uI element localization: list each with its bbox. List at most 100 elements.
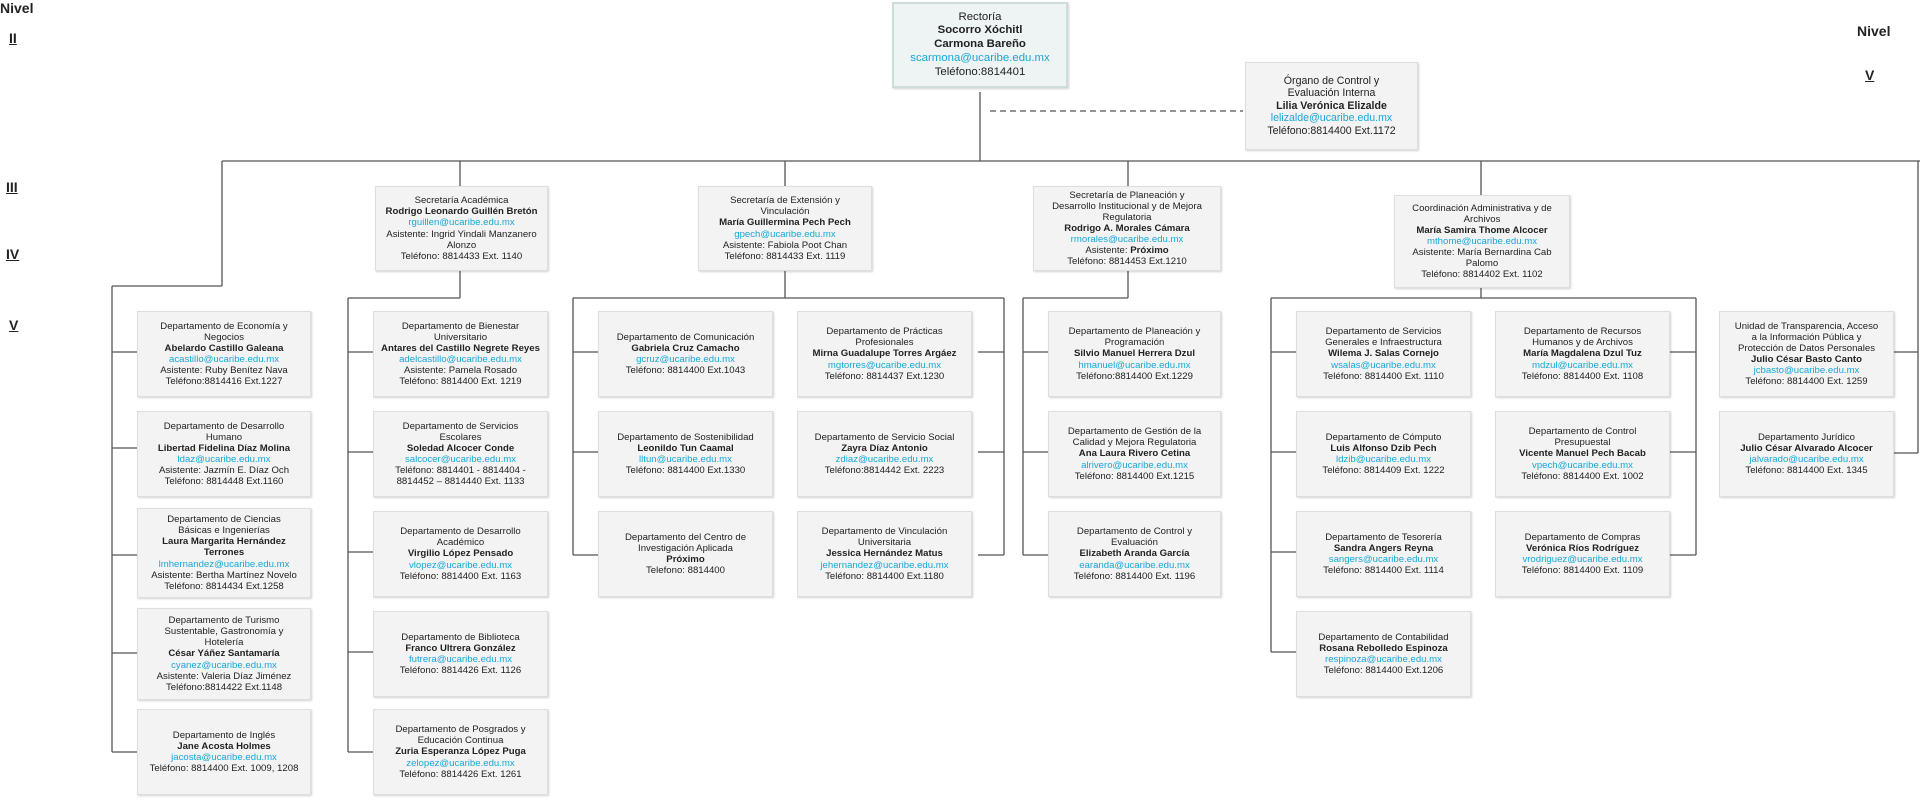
dept-assistant: Asistente: Jazmín E. Díaz Och xyxy=(158,465,290,477)
coordinacion-administrativa-box[interactable]: Coordinación Administrativa y de Archivo… xyxy=(1394,195,1570,288)
secretaria-email[interactable]: rmorales@ucaribe.edu.mx xyxy=(1070,234,1184,246)
dept-email[interactable]: jalvarado@ucaribe.edu.mx xyxy=(1749,454,1864,465)
dept-economia-box[interactable]: Departamento de Economía y Negocios Abel… xyxy=(137,311,311,397)
dept-servicio-social-box[interactable]: Departamento de Servicio Social Zayra Dí… xyxy=(797,411,972,497)
secretaria-title: Coordinación Administrativa y de xyxy=(1412,202,1552,214)
rectoria-box[interactable]: Rectoría Socorro Xóchitl Carmona Bareño … xyxy=(892,2,1068,88)
dept-title-cont: Programación xyxy=(1104,337,1165,349)
dept-recursos-humanos-box[interactable]: Departamento de Recursos Humanos y de Ar… xyxy=(1495,311,1670,397)
dept-control-presupuestal-box[interactable]: Departamento de Control Presupuestal Vic… xyxy=(1495,411,1670,497)
organo-email[interactable]: lelizalde@ucaribe.edu.mx xyxy=(1270,112,1393,125)
dept-email[interactable]: hmanuel@ucaribe.edu.mx xyxy=(1078,359,1191,371)
dept-desarrollo-humano-box[interactable]: Departamento de Desarrollo Humano Libert… xyxy=(137,411,311,497)
dept-email[interactable]: futrera@ucaribe.edu.mx xyxy=(408,654,513,665)
dept-turismo-box[interactable]: Departamento de Turismo Sustentable, Gas… xyxy=(137,608,311,700)
dept-phone: Teléfono: 8814400 Ext. 1196 xyxy=(1073,570,1196,582)
level-iii-label: III xyxy=(6,179,18,195)
dept-email[interactable]: sangers@ucaribe.edu.mx xyxy=(1328,554,1439,565)
dept-email[interactable]: vlopez@ucaribe.edu.mx xyxy=(408,559,513,571)
dept-compras-box[interactable]: Departamento de Compras Verónica Ríos Ro… xyxy=(1495,511,1670,597)
dept-email[interactable]: gcruz@ucaribe.edu.mx xyxy=(636,354,735,365)
dept-email[interactable]: mdzul@ucaribe.edu.mx xyxy=(1532,359,1633,371)
dept-email[interactable]: jcbasto@ucaribe.edu.mx xyxy=(1753,365,1860,377)
secretaria-assistant-cont: Palomo xyxy=(1465,258,1499,270)
dept-email[interactable]: mgtorres@ucaribe.edu.mx xyxy=(827,359,942,371)
dept-desarrollo-academico-box[interactable]: Departamento de Desarrollo Académico Vir… xyxy=(373,511,548,597)
dept-title: Departamento de Desarrollo xyxy=(400,526,521,538)
secretaria-title-cont: Desarrollo Institucional y de Mejora xyxy=(1052,200,1202,212)
dept-control-evaluacion-box[interactable]: Departamento de Control y Evaluación Eli… xyxy=(1048,511,1221,597)
secretaria-assistant: Asistente: Ingrid Yindali Manzanero xyxy=(386,228,537,240)
dept-centro-investigacion-box[interactable]: Departamento del Centro de Investigación… xyxy=(598,511,773,597)
dept-title-cont: Básicas e Ingenierías xyxy=(178,525,270,537)
secretaria-email[interactable]: gpech@ucaribe.edu.mx xyxy=(734,228,836,240)
dept-email[interactable]: zdiaz@ucaribe.edu.mx xyxy=(835,454,934,465)
secretaria-email[interactable]: rguillen@ucaribe.edu.mx xyxy=(408,217,515,229)
dept-assistant: Asistente: Pamela Rosado xyxy=(403,365,518,377)
dept-sostenibilidad-box[interactable]: Departamento de Sostenibilidad Leonildo … xyxy=(598,411,773,497)
dept-email[interactable]: cyanez@ucaribe.edu.mx xyxy=(171,659,277,671)
dept-tesoreria-box[interactable]: Departamento de Tesorería Sandra Angers … xyxy=(1296,511,1471,597)
dept-posgrados-box[interactable]: Departamento de Posgrados y Educación Co… xyxy=(373,709,548,795)
dept-head-name: Franco Ultrera González xyxy=(405,642,516,654)
dept-phone: Teléfono: 8814426 Ext. 1261 xyxy=(399,768,522,780)
dept-email[interactable]: vpech@ucaribe.edu.mx xyxy=(1532,459,1633,471)
dept-email[interactable]: zelopez@ucaribe.edu.mx xyxy=(406,757,515,769)
dept-title: Departamento de Vinculación xyxy=(821,526,948,538)
dept-title: Departamento de Servicios xyxy=(1325,326,1442,338)
dept-ciencias-box[interactable]: Departamento de Ciencias Básicas e Ingen… xyxy=(137,508,311,598)
dept-title: Departamento de Posgrados y xyxy=(395,724,526,736)
dept-phone: Teléfono: 8814437 Ext.1230 xyxy=(824,370,945,382)
dept-title-cont: Humanos y de Archivos xyxy=(1532,337,1633,349)
dept-email[interactable]: alrivero@ucaribe.edu.mx xyxy=(1081,459,1188,471)
level-ii-label: II xyxy=(9,30,17,46)
dept-email[interactable]: wsalas@ucaribe.edu.mx xyxy=(1331,359,1436,371)
secretaria-planeacion-box[interactable]: Secretaría de Planeación y Desarrollo In… xyxy=(1033,186,1221,271)
dept-email[interactable]: ldzib@ucaribe.edu.mx xyxy=(1335,454,1432,465)
dept-title-cont: Educación Continua xyxy=(417,735,504,747)
dept-email[interactable]: vrodriguez@ucaribe.edu.mx xyxy=(1522,554,1643,565)
dept-title: Departamento de Tesorería xyxy=(1325,531,1442,543)
organo-control-box[interactable]: Órgano de Control y Evaluación Interna L… xyxy=(1245,62,1418,150)
secretaria-title: Secretaría Académica xyxy=(414,195,509,207)
dept-email[interactable]: acastillo@ucaribe.edu.mx xyxy=(169,354,279,365)
dept-email[interactable]: ldaz@ucaribe.edu.mx xyxy=(177,454,271,465)
dept-computo-box[interactable]: Departamento de Cómputo Luis Alfonso Dzi… xyxy=(1296,411,1471,497)
dept-title: Departamento de Biblioteca xyxy=(401,631,520,643)
secretaria-phone: Teléfono: 8814433 Ext. 1140 xyxy=(400,250,523,262)
secretaria-name: Rodrigo A. Morales Cámara xyxy=(1064,222,1190,234)
dept-juridico-box[interactable]: Departamento Jurídico Julio César Alvara… xyxy=(1719,411,1894,497)
dept-email[interactable]: adelcastillo@ucaribe.edu.mx xyxy=(399,354,522,365)
rectoria-email[interactable]: scarmona@ucaribe.edu.mx xyxy=(910,51,1050,64)
dept-email[interactable]: lmhernandez@ucaribe.edu.mx xyxy=(158,558,290,570)
dept-servicios-generales-box[interactable]: Departamento de Servicios Generales e In… xyxy=(1296,311,1471,397)
dept-planeacion-box[interactable]: Departamento de Planeación y Programació… xyxy=(1048,311,1221,397)
nivel-label-right: Nivel xyxy=(1857,23,1891,39)
dept-email[interactable]: jehernandez@ucaribe.edu.mx xyxy=(820,559,949,571)
level-v-label-right: V xyxy=(1865,67,1875,83)
dept-bienestar-box[interactable]: Departamento de Bienestar Universitario … xyxy=(373,311,548,397)
dept-escolares-box[interactable]: Departamento de Servicios Escolares Sole… xyxy=(373,411,548,497)
dept-title-cont: Escolares xyxy=(439,431,482,443)
dept-email[interactable]: jacosta@ucaribe.edu.mx xyxy=(171,752,277,763)
dept-email[interactable]: respinoza@ucaribe.edu.mx xyxy=(1325,654,1442,665)
dept-ingles-box[interactable]: Departamento de Inglés Jane Acosta Holme… xyxy=(137,709,311,795)
dept-head-name: Rosana Rebolledo Espinoza xyxy=(1319,642,1448,654)
dept-email[interactable]: salcocer@ucaribe.edu.mx xyxy=(404,454,517,465)
secretaria-academica-box[interactable]: Secretaría Académica Rodrigo Leonardo Gu… xyxy=(375,186,548,271)
secretaria-assistant-cont: Alonzo xyxy=(446,239,477,251)
unidad-transparencia-box[interactable]: Unidad de Transparencia, Acceso a la Inf… xyxy=(1719,311,1894,397)
dept-head-name: Soledad Alcocer Conde xyxy=(406,442,515,454)
dept-vinculacion-box[interactable]: Departamento de Vinculación Universitari… xyxy=(797,511,972,597)
dept-practicas-box[interactable]: Departamento de Prácticas Profesionales … xyxy=(797,311,972,397)
dept-comunicacion-box[interactable]: Departamento de Comunicación Gabriela Cr… xyxy=(598,311,773,397)
secretaria-email[interactable]: mthome@ucaribe.edu.mx xyxy=(1427,235,1537,247)
secretaria-extension-box[interactable]: Secretaría de Extensión y Vinculación Ma… xyxy=(698,186,872,271)
dept-email[interactable]: lltun@ucaribe.edu.mx xyxy=(639,454,732,465)
dept-contabilidad-box[interactable]: Departamento de Contabilidad Rosana Rebo… xyxy=(1296,611,1471,697)
dept-biblioteca-box[interactable]: Departamento de Biblioteca Franco Ultrer… xyxy=(373,611,548,697)
dept-calidad-box[interactable]: Departamento de Gestión de la Calidad y … xyxy=(1048,411,1221,497)
rectoria-name-1: Socorro Xóchitl xyxy=(937,24,1023,37)
dept-email[interactable]: earanda@ucaribe.edu.mx xyxy=(1079,559,1190,571)
